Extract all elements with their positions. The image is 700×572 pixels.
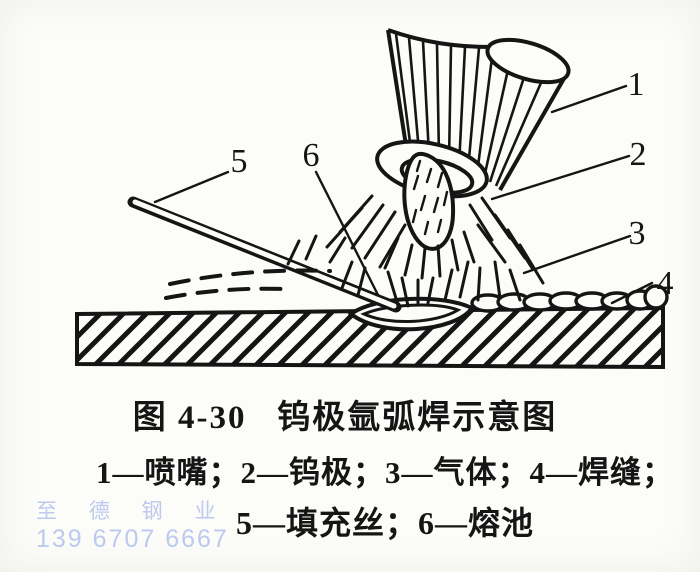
callout-5: 5 [231,143,248,180]
gas-flow-lines [286,194,545,308]
leader-line-1 [550,84,628,114]
leader-line-6 [314,170,380,297]
watermark-phone-number: 139 6707 6667 [36,524,229,553]
torch-nozzle [375,28,571,199]
figure-caption: 图 4-30 钨极氩弧焊示意图 [132,400,558,436]
motion-dashes [164,268,332,300]
leader-line-2 [490,154,631,201]
callout-4: 4 [657,265,674,302]
figure-legend-line-2: 5—填充丝；6—熔池 [235,505,534,541]
callout-3: 3 [629,215,646,252]
leader-line-5 [153,170,230,204]
filler-wire [127,196,402,313]
watermark-company-name: 至 德 钢 业 [36,500,229,523]
weld-seam [470,284,669,313]
leader-line-4 [610,281,654,305]
figure-legend-line-1: 1—喷嘴；2—钨极；3—气体；4—焊缝； [96,455,674,490]
watermark: 至 德 钢 业 139 6707 6667 [36,500,229,554]
callout-1: 1 [628,66,645,103]
tungsten-electrode [402,151,456,251]
leader-line-3 [522,234,632,275]
tig-welding-diagram: 1 2 3 4 5 6 [75,28,674,370]
leader-lines [153,84,654,305]
callout-6: 6 [303,137,320,174]
nozzle-top-opening [485,37,571,85]
callout-2: 2 [630,136,647,173]
